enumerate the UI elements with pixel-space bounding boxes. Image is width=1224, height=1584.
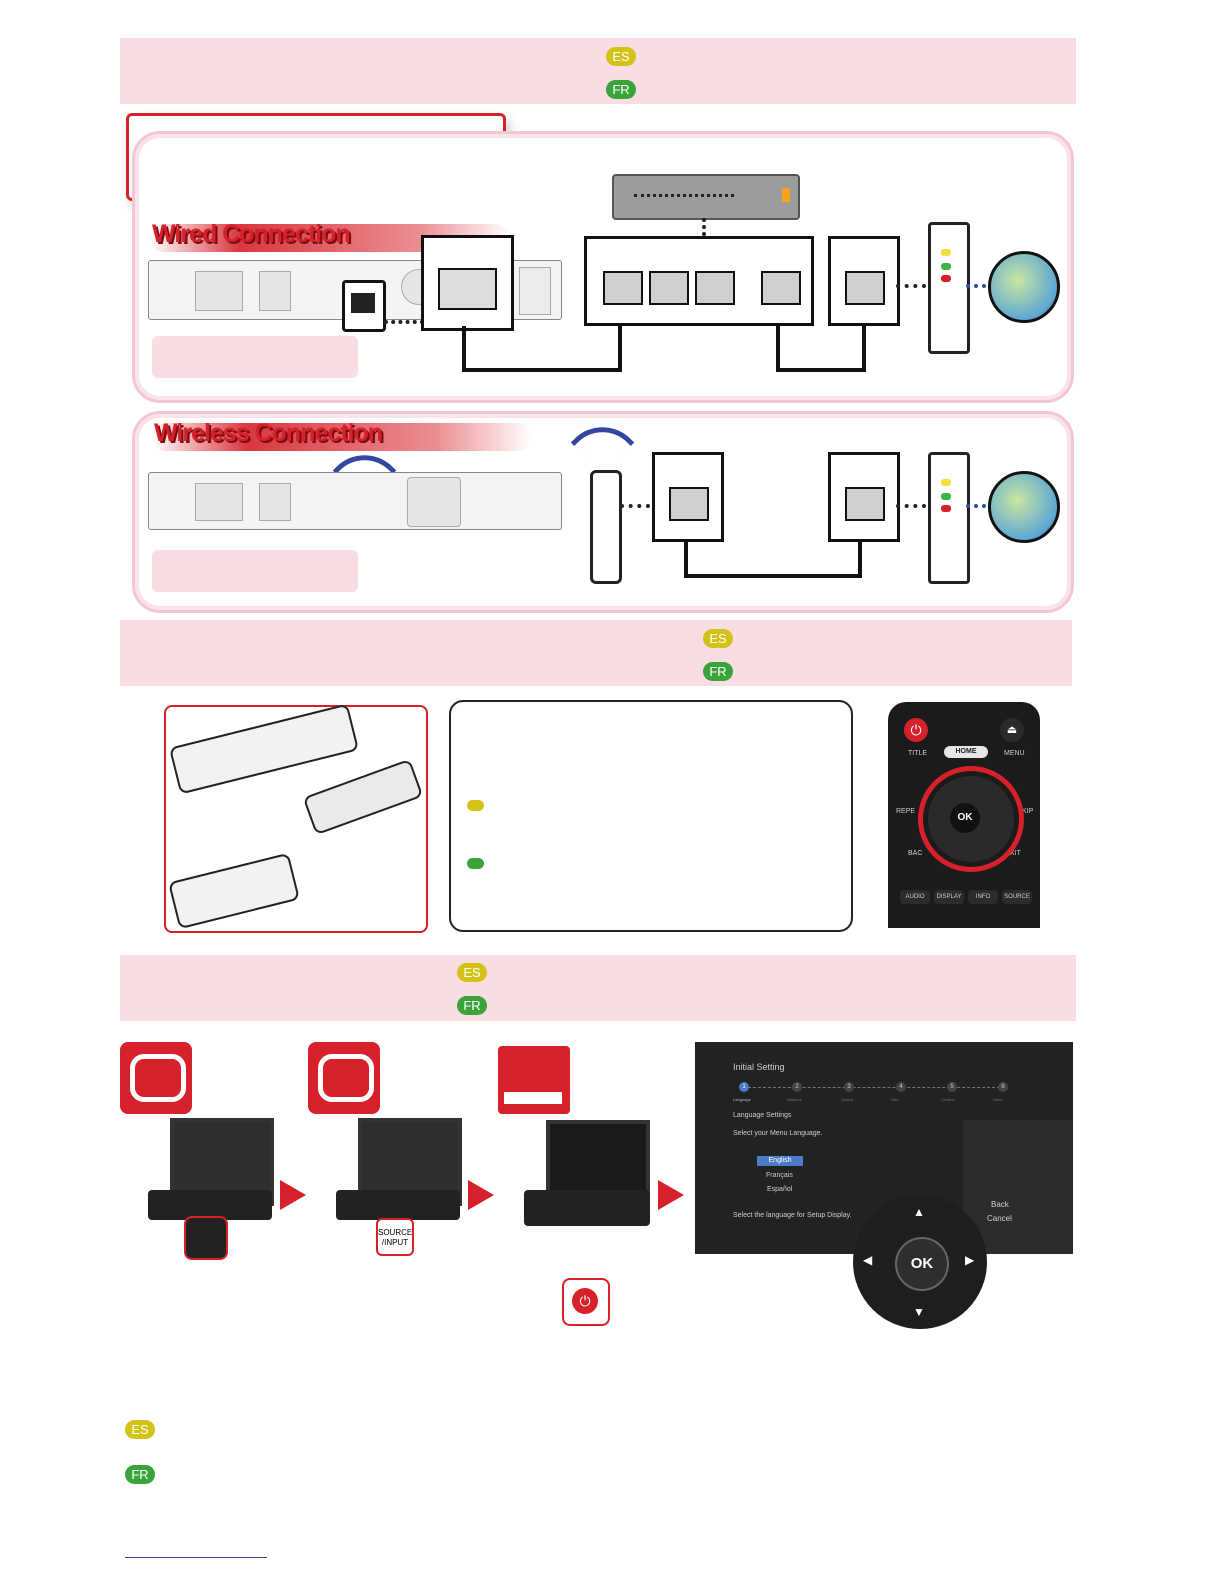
menu-label: MENU: [1004, 750, 1025, 757]
info-button[interactable]: INFO: [968, 890, 998, 904]
fr-badge-3: FR: [457, 996, 487, 1015]
power-button[interactable]: ⏻: [904, 718, 928, 742]
wireless-caption-box: [152, 550, 358, 592]
player-step-3: [524, 1190, 650, 1226]
player-step-2: [336, 1190, 460, 1220]
step-6-label: Done: [993, 1097, 1003, 1102]
wireless-heading: Wireless Connection: [154, 419, 383, 447]
prompt-label: Select your Menu Language.: [733, 1130, 823, 1137]
network-header-band: [120, 38, 1076, 104]
dotted-link-1: [384, 320, 424, 324]
skip-label: KIP: [1022, 808, 1034, 815]
dpad-left-icon[interactable]: ◀: [863, 1253, 873, 1267]
repeat-label: REPE: [896, 808, 916, 815]
dpad-right-icon[interactable]: ▶: [965, 1253, 975, 1267]
modem: [928, 222, 970, 354]
wired-caption-box: [152, 336, 358, 378]
remote-header-band: [120, 620, 1072, 686]
step-2-label: Network: [787, 1097, 802, 1102]
display-button[interactable]: DISPLAY: [934, 890, 964, 904]
es-remote-dot: [467, 800, 484, 811]
back-option[interactable]: Back: [991, 1200, 1009, 1209]
cancel-option[interactable]: Cancel: [987, 1214, 1012, 1223]
dpad-up-icon[interactable]: ▲: [913, 1205, 925, 1219]
setting-title: Initial Setting: [733, 1062, 785, 1072]
player-icon-step-3: [498, 1046, 570, 1114]
cable-3: [684, 574, 862, 578]
footer-text: Select the language for Setup Display.: [733, 1212, 852, 1219]
tv-icon-step-2: [308, 1042, 380, 1114]
option-espanol[interactable]: Español: [767, 1186, 793, 1193]
tv-icon-step-1: [120, 1042, 192, 1114]
wired-heading: Wired Connection: [152, 220, 351, 248]
lan-port-zoom: [342, 280, 386, 332]
player-step-1: [148, 1190, 272, 1220]
cable-2: [776, 326, 780, 372]
step-2-circle: 2: [792, 1082, 802, 1092]
remote-control: ⏻ ⏏ TITLE HOME MENU REPE KIP BAC XIT OK …: [888, 702, 1040, 928]
step-5-label: Confirm: [941, 1097, 956, 1102]
step-3-circle: 3: [844, 1082, 854, 1092]
source-input-button[interactable]: SOURCE /INPUT: [376, 1218, 414, 1256]
footer-rule: [125, 1557, 267, 1558]
back-label: BAC: [908, 850, 923, 857]
fr-remote-dot: [467, 858, 484, 869]
fr-badge-4: FR: [125, 1465, 155, 1484]
option-english[interactable]: English: [757, 1156, 803, 1166]
battery-instructions-box: [164, 703, 428, 933]
arrow-right-3: [658, 1180, 684, 1210]
home-button[interactable]: HOME: [944, 746, 988, 758]
step-3-label: Output: [841, 1097, 854, 1102]
wireless-port-box-2: [828, 452, 900, 542]
section-label: Language Settings: [733, 1112, 792, 1119]
step-4-label: Disc: [891, 1097, 899, 1102]
exit-label: XIT: [1010, 850, 1021, 857]
dpad-down-icon[interactable]: ▼: [913, 1305, 925, 1319]
es-badge: ES: [606, 47, 636, 66]
source-button[interactable]: SOURCE: [1002, 890, 1032, 904]
lan-jack-large: [421, 235, 514, 331]
modem-port-box: [828, 236, 900, 326]
arrow-right-2: [468, 1180, 494, 1210]
internet-globe-icon-2: [988, 471, 1060, 543]
title-label: TITLE: [908, 750, 928, 757]
step-1-label: Language: [733, 1097, 751, 1102]
cable-1: [462, 326, 466, 372]
network-switch: [612, 174, 800, 220]
fr-badge-2: FR: [703, 662, 733, 681]
option-francais[interactable]: Français: [766, 1172, 793, 1179]
router-lan-ports: [584, 236, 814, 326]
ok-button[interactable]: OK: [950, 803, 980, 833]
player-rear-panel-wireless: [148, 472, 562, 530]
modem-wireless: [928, 452, 970, 584]
step-5-circle: 5: [947, 1082, 957, 1092]
step-6-circle: 6: [998, 1082, 1008, 1092]
big-ok-button[interactable]: OK: [895, 1237, 949, 1291]
wireless-router: [590, 470, 622, 584]
dpad-highlight-ring: [918, 766, 1024, 872]
audio-button[interactable]: AUDIO: [900, 890, 930, 904]
internet-globe-icon: [988, 251, 1060, 323]
fr-badge: FR: [606, 80, 636, 99]
step-1-circle: 1: [739, 1082, 749, 1092]
power-button-callout: [184, 1216, 228, 1260]
side-panel: [963, 1120, 1073, 1254]
big-dpad[interactable]: ▲ ▼ ◀ ▶ OK: [853, 1195, 987, 1329]
step-4-circle: 4: [896, 1082, 906, 1092]
wireless-heading-swoosh: [152, 423, 532, 451]
es-badge-2: ES: [703, 629, 733, 648]
eject-button[interactable]: ⏏: [1000, 718, 1024, 742]
remote-bottom-buttons: AUDIO DISPLAY INFO SOURCE: [900, 890, 1032, 904]
es-badge-3: ES: [457, 963, 487, 982]
remote-callout-bubble: [449, 700, 853, 932]
es-badge-4: ES: [125, 1420, 155, 1439]
wireless-port-box-1: [652, 452, 724, 542]
setup-header-band: [120, 955, 1076, 1021]
power-button-remote-callout[interactable]: ⏻: [562, 1278, 610, 1326]
arrow-right-1: [280, 1180, 306, 1210]
